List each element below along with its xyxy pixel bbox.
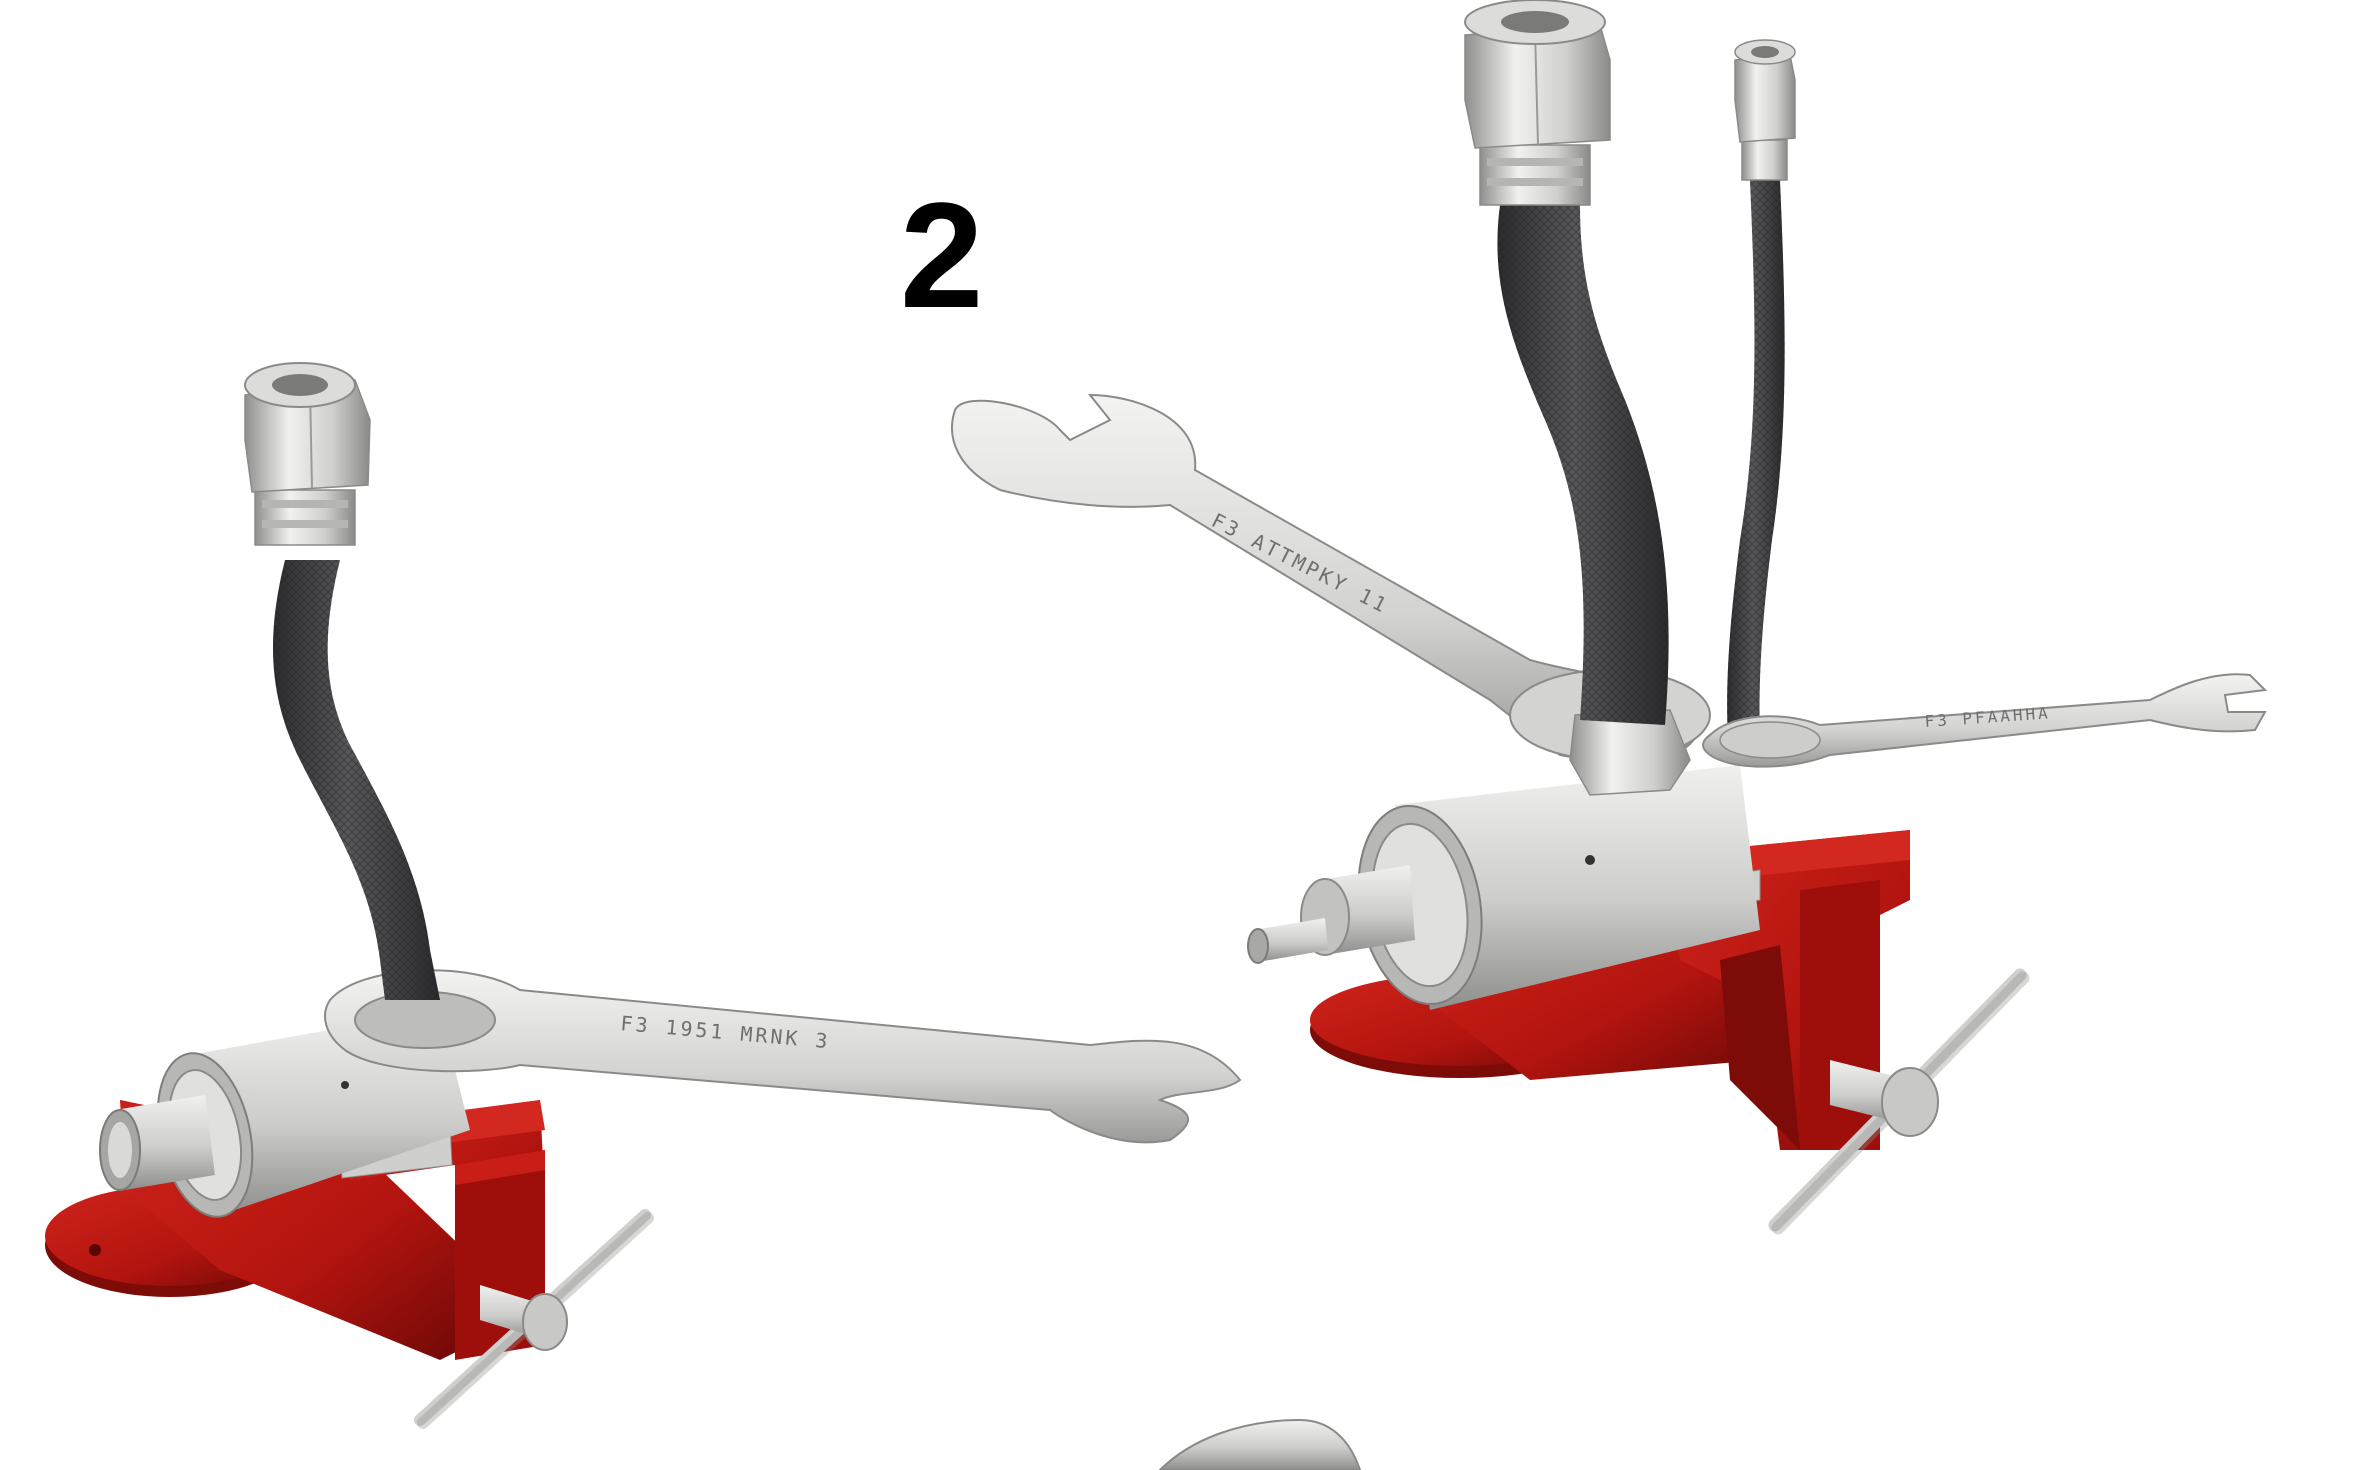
- step-number: 2: [900, 171, 984, 339]
- left-hose-fitting: [244, 362, 371, 546]
- partial-object-bottom: [1158, 1418, 1362, 1470]
- right-hose-thin: [1727, 180, 1785, 742]
- right-hose-fitting-small: [1734, 39, 1796, 181]
- right-wrench-large-marking: F3 ATTMPKY 11: [1208, 508, 1393, 618]
- right-hose-fitting-large: [1464, 0, 1611, 206]
- left-assembly: F3 1951 MRNK 3: [45, 362, 1242, 1429]
- left-wrench: F3 1951 MRNK 3: [324, 969, 1242, 1144]
- right-nut-collar: [1569, 709, 1691, 796]
- right-vise-screw: [1768, 968, 2030, 1235]
- right-assembly: F3 ATTMPKY 11: [951, 0, 2268, 1235]
- right-bearing-housing: [1247, 765, 1760, 1010]
- left-vise-screw: [414, 1209, 654, 1429]
- right-wrench-small: F3 PFAAHHA: [1702, 673, 2268, 768]
- left-hose: [273, 560, 440, 1000]
- left-bearing-housing: [99, 1010, 470, 1218]
- right-hose-thick: [1497, 205, 1669, 725]
